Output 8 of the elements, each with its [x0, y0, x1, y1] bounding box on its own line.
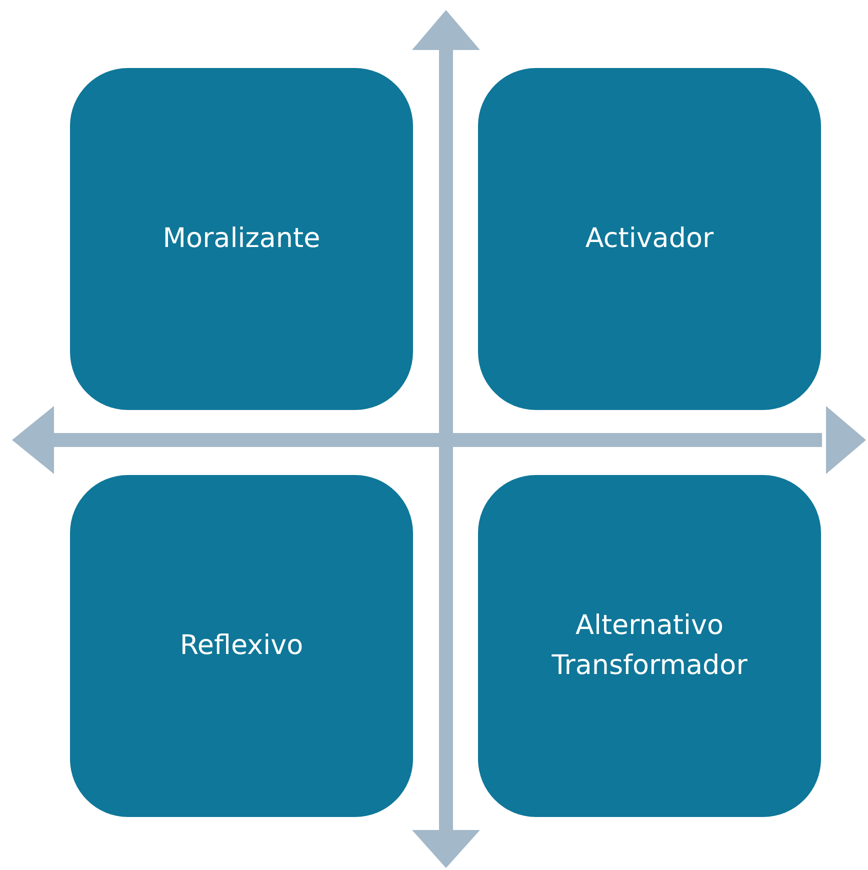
quadrant-label: Alternativo Transformador — [550, 608, 748, 683]
quadrant-box — [478, 68, 821, 410]
quadrant-box — [478, 475, 821, 817]
quadrant-label: Reflexivo — [180, 628, 304, 663]
quadrant-box — [70, 68, 413, 410]
quadrant-label: Activador — [585, 222, 714, 256]
quadrant-box — [70, 475, 413, 817]
quadrant-label: Moralizante — [162, 222, 320, 256]
